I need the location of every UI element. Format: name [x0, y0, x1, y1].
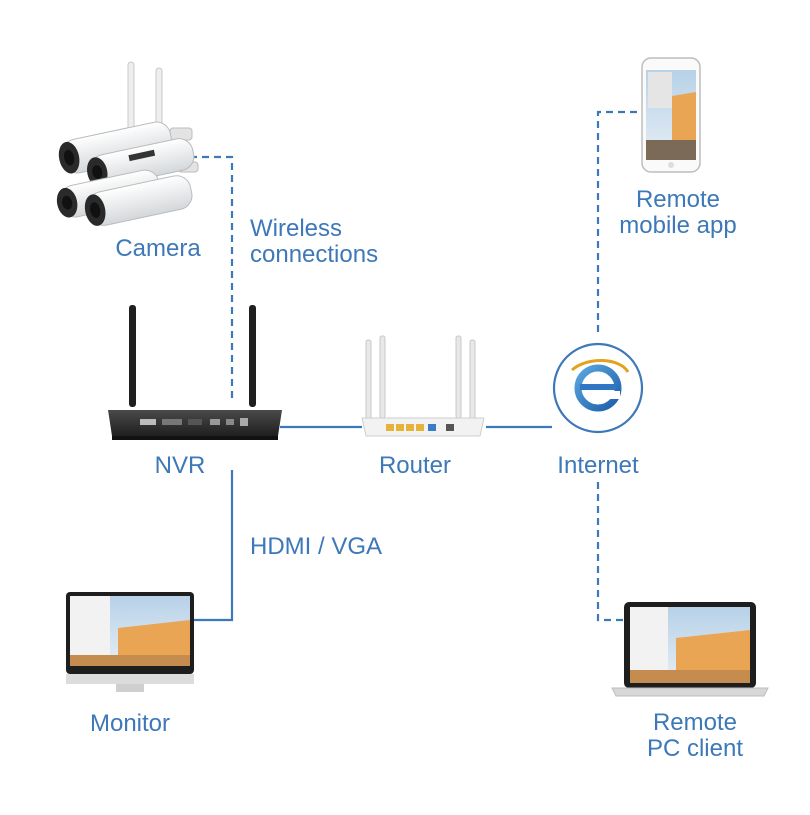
- router-icon: [361, 335, 485, 437]
- hdmi-edge-label: HDMI / VGA: [250, 533, 383, 560]
- nvr-label: NVR: [154, 452, 206, 479]
- edge-internet-pc: [596, 482, 624, 622]
- smartphone-icon: [641, 57, 701, 173]
- camera-label: Camera: [115, 235, 201, 262]
- router-label: Router: [378, 452, 452, 479]
- edge-internet-mobile: [596, 110, 642, 332]
- camera-icon: [56, 61, 199, 226]
- connection-lines: [190, 110, 642, 622]
- internet-label: Internet: [557, 452, 639, 479]
- nvr-icon: [108, 305, 282, 440]
- pc-label: Remote PC client: [646, 709, 744, 762]
- laptop-icon: [611, 602, 769, 697]
- mobile-label: Remote mobile app: [619, 186, 737, 239]
- internet-icon: [552, 342, 644, 434]
- wireless-edge-label: Wireless connections: [250, 215, 379, 268]
- edge-hdmi: [194, 470, 234, 622]
- monitor-icon: [66, 592, 194, 692]
- edge-wireless: [190, 155, 234, 398]
- monitor-label: Monitor: [89, 710, 171, 737]
